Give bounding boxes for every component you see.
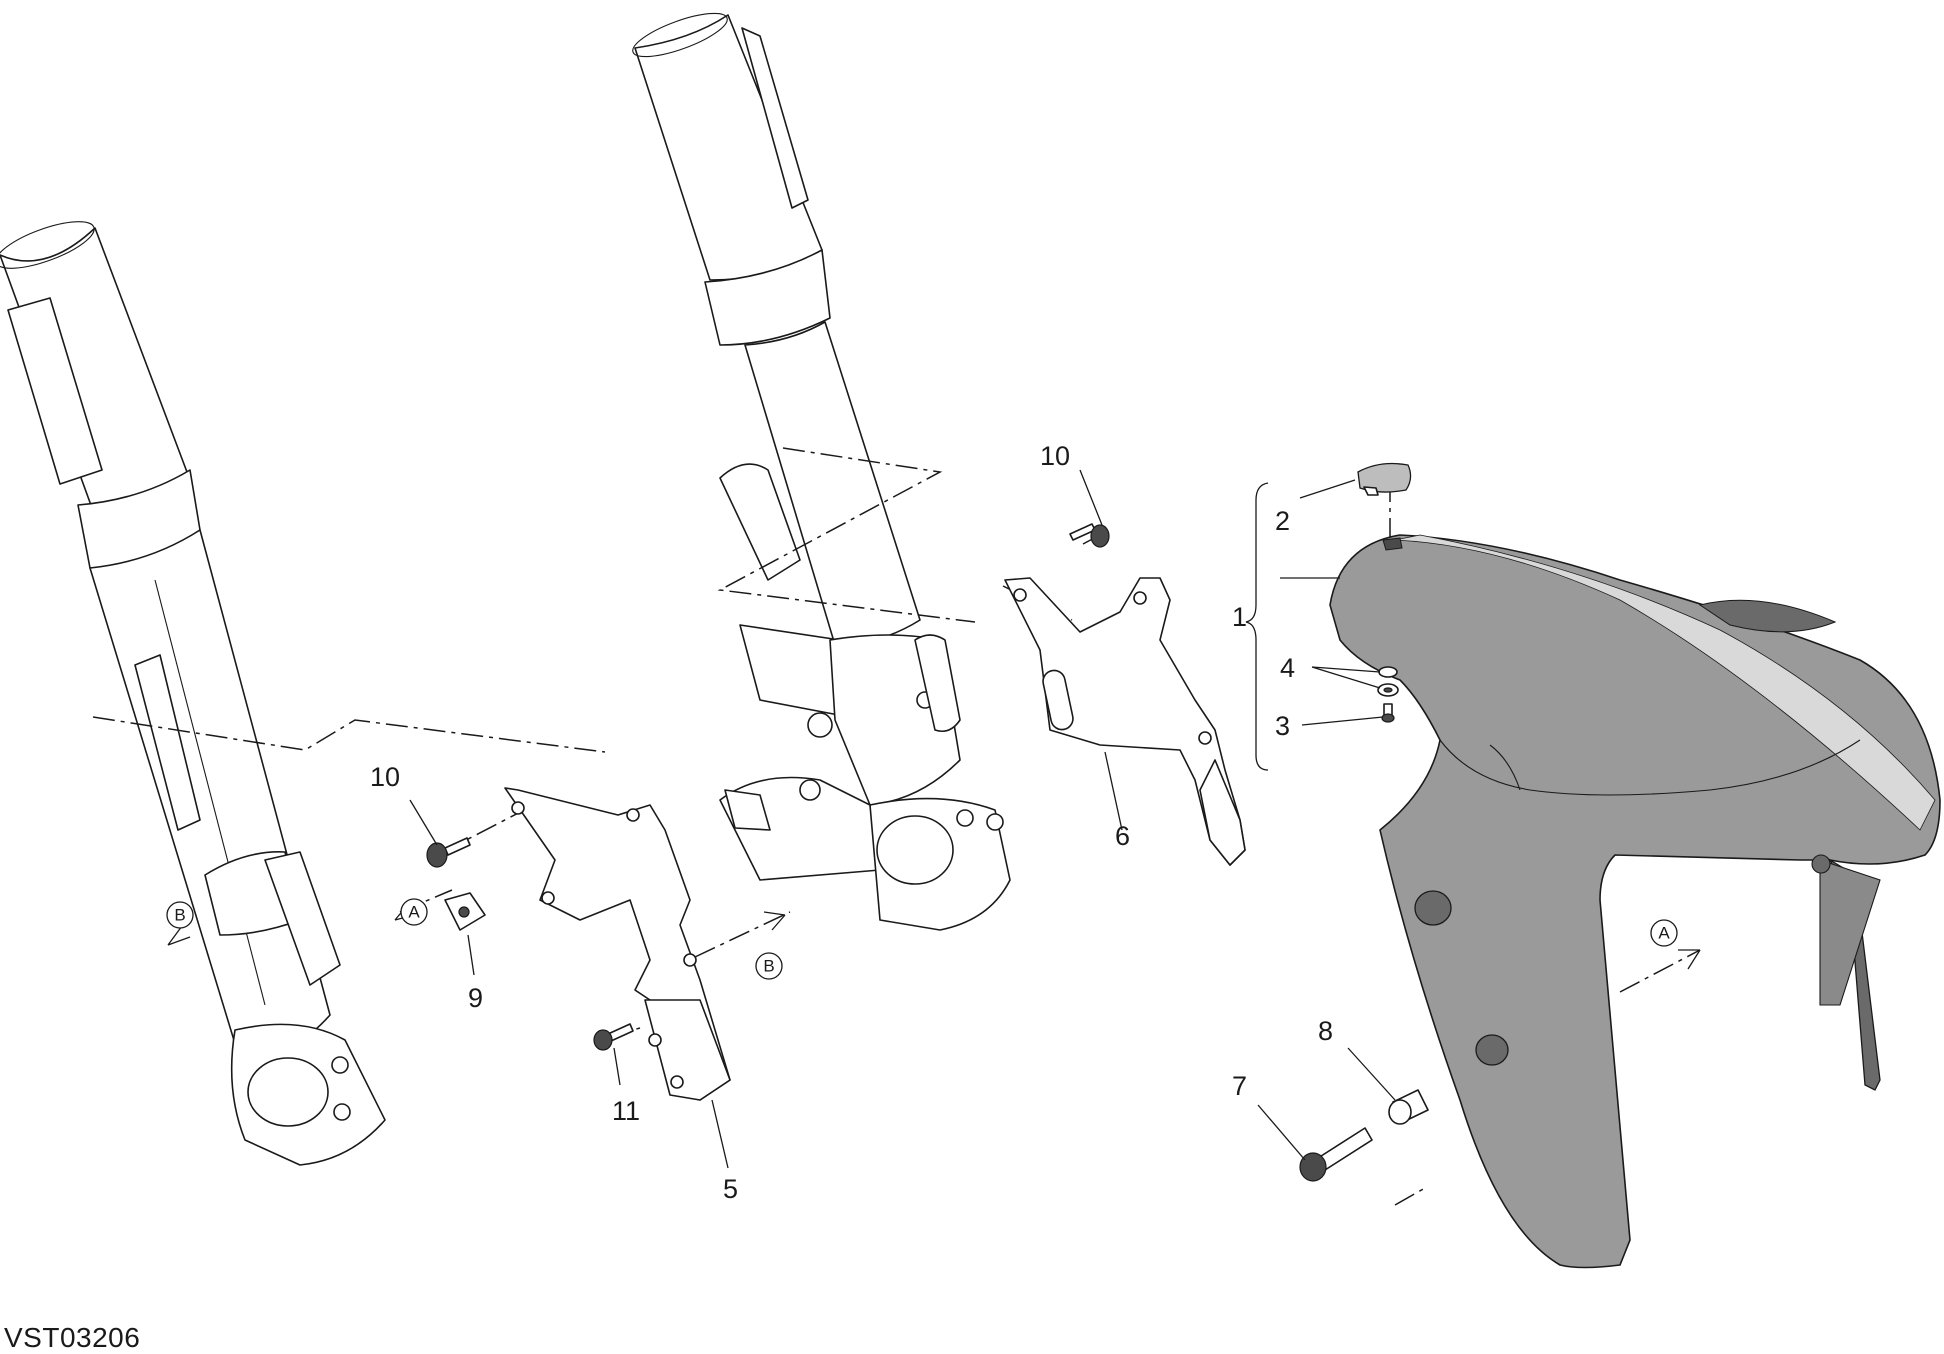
ref-mark-a-right: A [1650, 919, 1678, 947]
screw-11 [593, 1023, 634, 1051]
screw-10-upper [1069, 523, 1110, 548]
svg-text:B: B [174, 906, 185, 925]
hardware [426, 462, 1429, 1182]
cap-2 [1357, 462, 1412, 496]
callout-3: 3 [1275, 711, 1290, 741]
screw-10-lower [426, 837, 471, 868]
svg-text:A: A [408, 903, 420, 922]
drawing-code: VST03206 [4, 1322, 141, 1353]
callout-2: 2 [1275, 506, 1290, 536]
bolt-7 [1299, 1127, 1373, 1182]
callouts: 1 2 3 4 5 6 7 8 9 10 10 11 [370, 441, 1333, 1204]
callout-10-lower: 10 [370, 762, 400, 792]
ref-mark-a-left: A [400, 898, 428, 926]
washers-4 [1377, 666, 1399, 697]
reference-marks: B A B A [166, 898, 1678, 980]
svg-text:A: A [1658, 924, 1670, 943]
callout-10-upper: 10 [1040, 441, 1070, 471]
callout-5: 5 [723, 1174, 738, 1204]
clip-nut-9 [444, 892, 486, 931]
callout-7: 7 [1232, 1071, 1247, 1101]
ref-mark-b-mid: B [755, 952, 783, 980]
svg-text:B: B [763, 957, 774, 976]
left-fork-leg [0, 221, 386, 1166]
front-fender [1329, 534, 1941, 1269]
bushing-8 [1388, 1089, 1429, 1125]
screw-3 [1381, 703, 1395, 723]
leader-lines [167, 469, 1701, 1169]
callout-8: 8 [1318, 1016, 1333, 1046]
callout-4: 4 [1280, 653, 1295, 683]
callout-11: 11 [612, 1096, 640, 1126]
right-fork-leg [632, 12, 1011, 931]
ref-mark-b-left: B [166, 901, 194, 929]
callout-9: 9 [468, 983, 483, 1013]
callout-1: 1 [1232, 602, 1247, 632]
bracket-5 [504, 787, 731, 1101]
callout-6: 6 [1115, 821, 1130, 851]
bracket-6 [1004, 577, 1246, 866]
